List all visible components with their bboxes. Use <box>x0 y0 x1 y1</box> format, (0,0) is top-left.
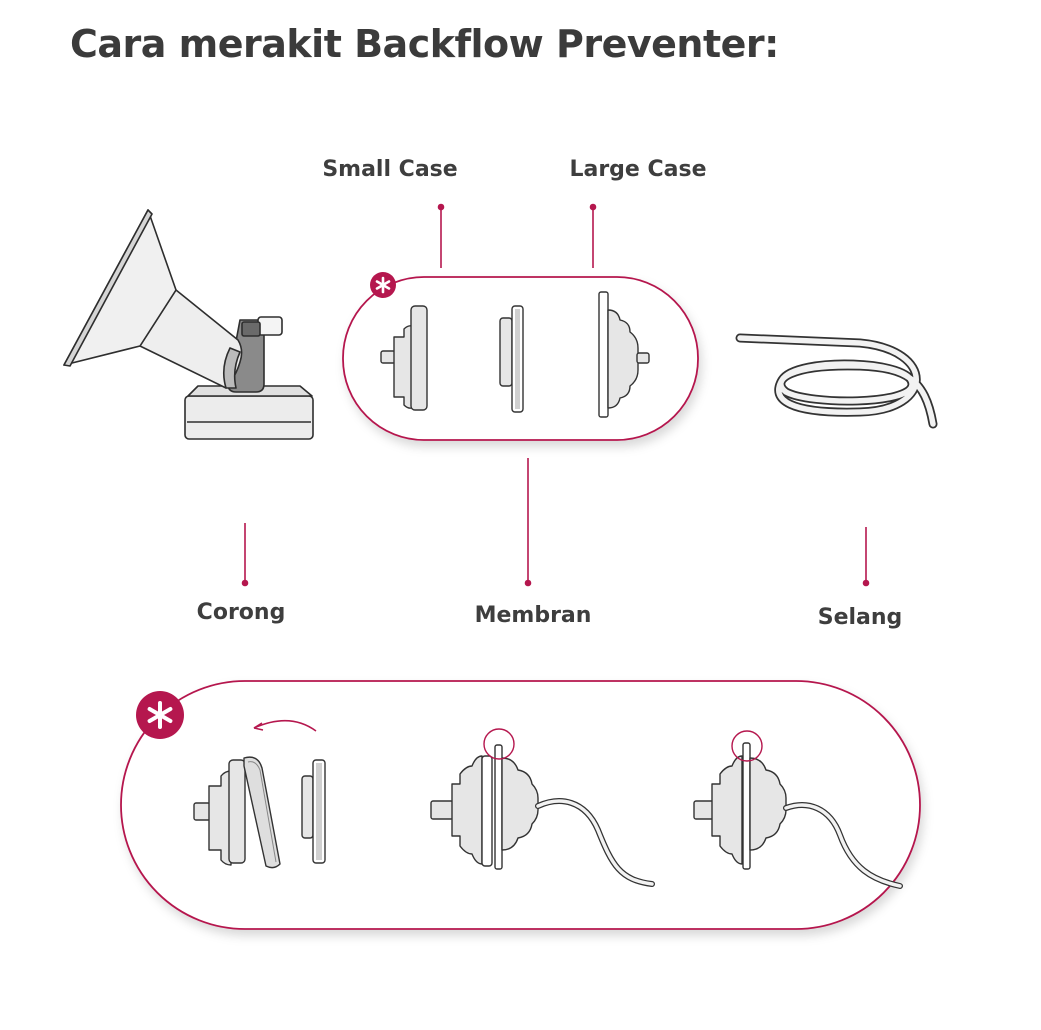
step-3-assembly <box>693 742 903 889</box>
rotate-arrow-icon <box>253 719 317 732</box>
asterisk-icon <box>370 272 396 298</box>
small-case-part <box>380 305 428 411</box>
connector-lines <box>241 203 870 587</box>
label-small-case: Small Case <box>322 157 458 182</box>
membrane-part <box>499 305 524 413</box>
label-selang: Selang <box>817 605 903 630</box>
corong-funnel <box>63 209 314 440</box>
label-large-case: Large Case <box>569 157 707 182</box>
asterisk-icon-large <box>136 691 184 739</box>
label-membran: Membran <box>474 603 592 628</box>
label-corong: Corong <box>196 600 286 625</box>
highlight-circle-icon <box>731 730 763 762</box>
step-2-assembly <box>430 744 655 887</box>
highlight-circle-icon <box>483 728 515 760</box>
selang-hose <box>735 333 938 429</box>
page-title: Cara merakit Backflow Preventer: <box>70 22 779 66</box>
step-1-assembly <box>193 756 326 869</box>
large-case-part <box>598 291 650 418</box>
